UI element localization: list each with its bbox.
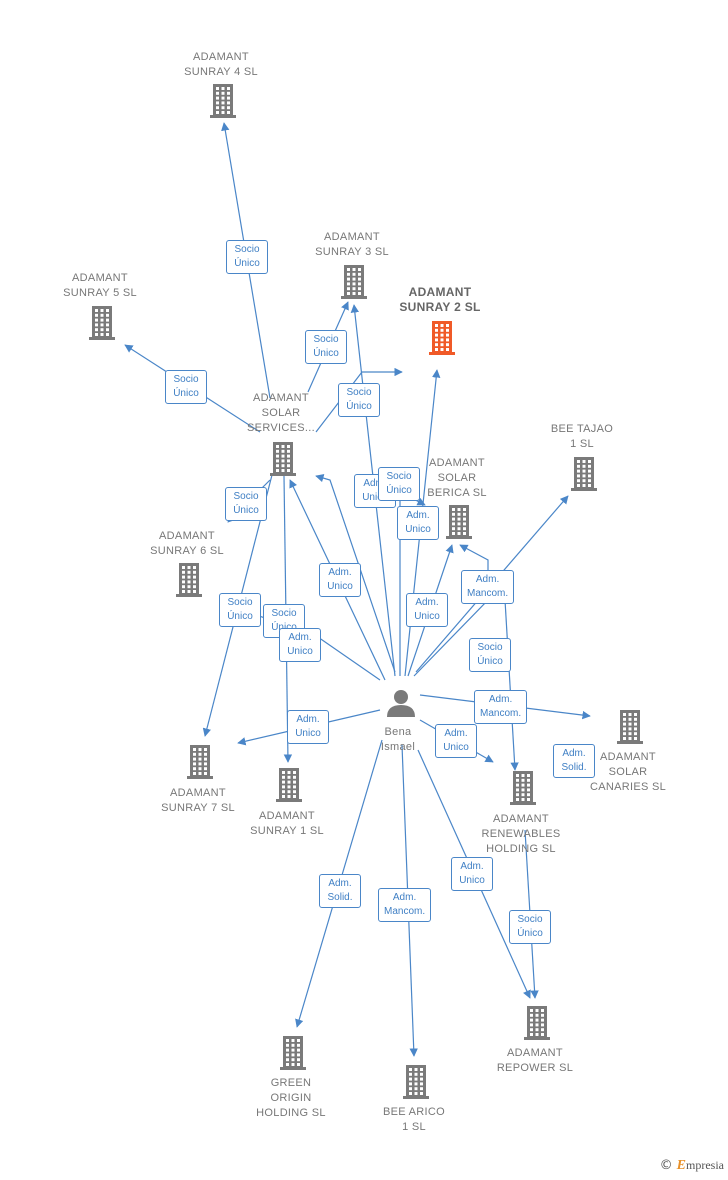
relation-tag-r6[interactable]: Adm. Unico — [319, 563, 361, 597]
relation-tag-r2[interactable]: Socio Único — [305, 330, 347, 364]
company-label-sunray1[interactable]: ADAMANT SUNRAY 1 SL — [250, 810, 324, 837]
relation-tag-r4[interactable]: Socio Único — [338, 383, 380, 417]
company-label-beearico[interactable]: BEE ARICO 1 SL — [383, 1106, 445, 1133]
relation-tag-r15[interactable]: Socio Único — [469, 638, 511, 672]
relation-tag-r16[interactable]: Adm. Mancom. — [474, 690, 528, 724]
building-icon-sunray6[interactable] — [176, 563, 202, 597]
person-label[interactable]: Bena Ismael — [380, 726, 416, 753]
company-label-sunray3[interactable]: ADAMANT SUNRAY 3 SL — [315, 231, 389, 258]
company-label-services[interactable]: ADAMANT SOLAR SERVICES... — [247, 392, 315, 434]
relation-tag-r22[interactable]: Adm. Unico — [451, 857, 493, 891]
building-icon-beetajao[interactable] — [571, 457, 597, 491]
company-label-renewables[interactable]: ADAMANT RENEWABLES HOLDING SL — [481, 813, 561, 855]
company-label-sunray5[interactable]: ADAMANT SUNRAY 5 SL — [63, 272, 137, 299]
company-label-green[interactable]: GREEN ORIGIN HOLDING SL — [256, 1077, 326, 1119]
brand-initial: E — [676, 1158, 686, 1173]
copyright-watermark: ©Empresia — [660, 1158, 724, 1174]
person-icon[interactable] — [387, 690, 415, 717]
relation-tag-r18[interactable]: Adm. Solid. — [553, 744, 595, 778]
brand-name: mpresia — [686, 1158, 724, 1172]
company-label-berica[interactable]: ADAMANT SOLAR BERICA SL — [427, 457, 487, 499]
relation-tag-r23[interactable]: Socio Único — [378, 467, 420, 501]
company-label-sunray7[interactable]: ADAMANT SUNRAY 7 SL — [161, 787, 235, 814]
company-label-sunray2[interactable]: ADAMANT SUNRAY 2 SL — [399, 285, 481, 314]
relation-tag-r5[interactable]: Socio Único — [225, 487, 267, 521]
copyright-symbol: © — [659, 1158, 673, 1173]
building-icon-services[interactable] — [270, 442, 296, 476]
building-icon-berica[interactable] — [446, 505, 472, 539]
building-icon-sunray3[interactable] — [341, 265, 367, 299]
relation-tag-r17[interactable]: Adm. Unico — [435, 724, 477, 758]
building-icon-canaries[interactable] — [617, 710, 643, 744]
building-icon-repower[interactable] — [524, 1006, 550, 1040]
building-icon-renewables[interactable] — [510, 771, 536, 805]
relationship-edge — [315, 367, 403, 433]
building-icon-beearico[interactable] — [403, 1065, 429, 1099]
relation-tag-r13[interactable]: Adm. Unico — [279, 628, 321, 662]
company-label-sunray4[interactable]: ADAMANT SUNRAY 4 SL — [184, 51, 258, 78]
company-label-canaries[interactable]: ADAMANT SOLAR CANARIES SL — [589, 751, 667, 793]
relation-tag-r20[interactable]: Adm. Solid. — [319, 874, 361, 908]
company-label-repower[interactable]: ADAMANT REPOWER SL — [496, 1047, 574, 1074]
relation-tag-r1[interactable]: Socio Único — [226, 240, 268, 274]
relation-tag-r21[interactable]: Adm. Mancom. — [378, 888, 432, 922]
building-icon-sunray7[interactable] — [187, 745, 213, 779]
building-icon-sunray2[interactable] — [429, 321, 455, 355]
company-label-sunray6[interactable]: ADAMANT SUNRAY 6 SL — [150, 530, 224, 557]
relationship-edge — [315, 474, 396, 673]
company-label-beetajao[interactable]: BEE TAJAO 1 SL — [550, 423, 614, 450]
relation-tag-r19[interactable]: Socio Único — [509, 910, 551, 944]
relation-tag-r14[interactable]: Adm. Unico — [287, 710, 329, 744]
relation-tag-r10[interactable]: Adm. Unico — [406, 593, 448, 627]
building-icon-sunray4[interactable] — [210, 84, 236, 118]
relation-tag-r8[interactable]: Adm. Unico — [397, 506, 439, 540]
relation-tag-r11[interactable]: Socio Único — [219, 593, 261, 627]
relation-tag-r3[interactable]: Socio Único — [165, 370, 207, 404]
relationship-edge — [504, 599, 519, 771]
building-icon-sunray5[interactable] — [89, 306, 115, 340]
relation-tag-r9[interactable]: Adm. Mancom. — [461, 570, 515, 604]
building-icon-green[interactable] — [280, 1036, 306, 1070]
building-icon-sunray1[interactable] — [276, 768, 302, 802]
